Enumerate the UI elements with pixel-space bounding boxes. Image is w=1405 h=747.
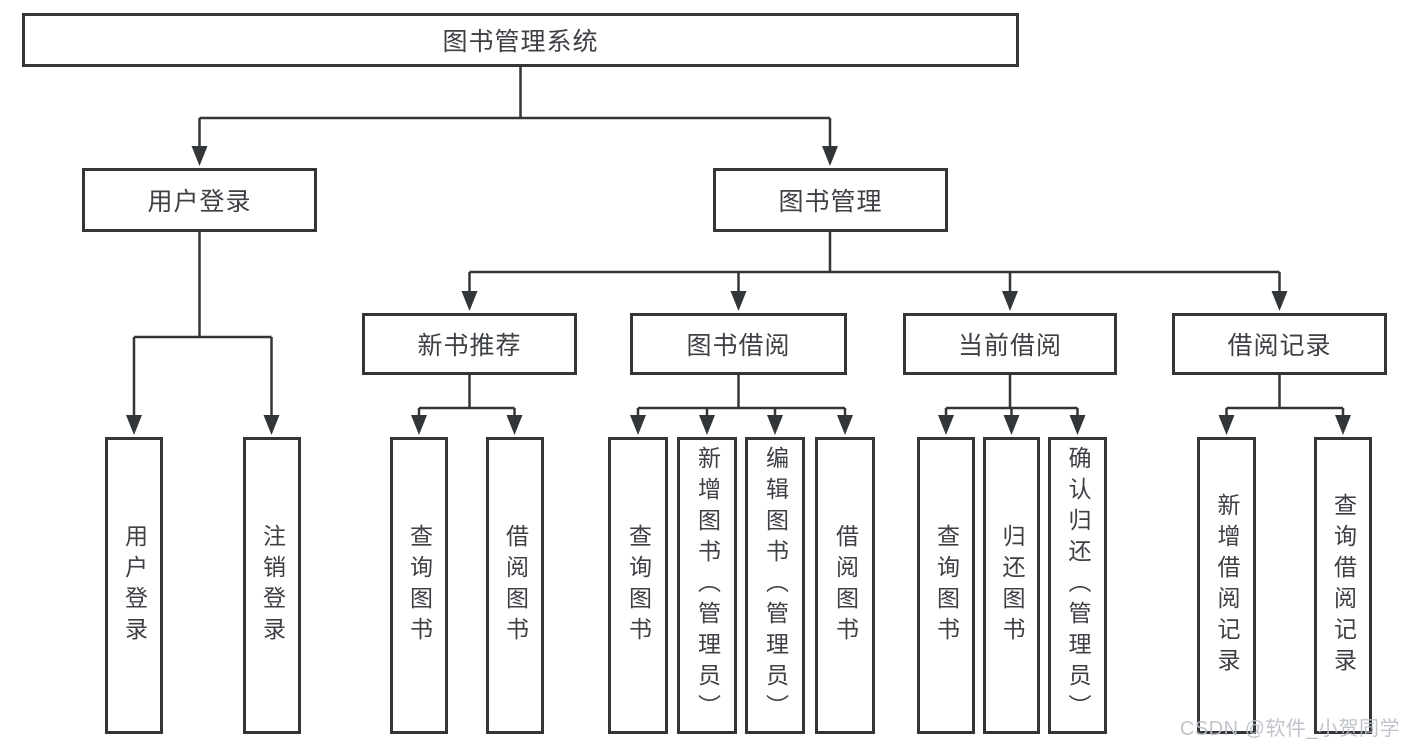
node-book-management: 图书管理 [713, 168, 948, 232]
leaf-query-books-recommend: 查询图书 [390, 437, 448, 734]
node-current-borrowing: 当前借阅 [903, 313, 1117, 375]
leaf-logout: 注销登录 [243, 437, 301, 734]
node-book-borrowing: 图书借阅 [630, 313, 847, 375]
leaf-borrow-books-recommend: 借阅图书 [486, 437, 544, 734]
leaf-query-borrow-record: 查询借阅记录 [1314, 437, 1372, 734]
leaf-borrow-books: 借阅图书 [815, 437, 875, 734]
leaf-confirm-return-admin: 确认归还（管理员） [1048, 437, 1107, 734]
node-borrowing-records: 借阅记录 [1172, 313, 1387, 375]
leaf-add-borrow-record: 新增借阅记录 [1197, 437, 1256, 734]
csdn-watermark: CSDN @软件_小贺同学 [1179, 718, 1400, 740]
node-user-login: 用户登录 [82, 168, 317, 232]
node-library-management-system: 图书管理系统 [22, 13, 1019, 67]
leaf-edit-books-admin: 编辑图书（管理员） [745, 437, 805, 734]
leaf-user-login: 用户登录 [105, 437, 163, 734]
arrowheads [126, 146, 1351, 435]
leaf-query-books-borrow: 查询图书 [608, 437, 668, 734]
node-new-book-recommendation: 新书推荐 [362, 313, 577, 375]
leaf-add-books-admin: 新增图书（管理员） [677, 437, 737, 734]
leaf-return-books: 归还图书 [983, 437, 1040, 734]
leaf-query-books-current: 查询图书 [917, 437, 975, 734]
